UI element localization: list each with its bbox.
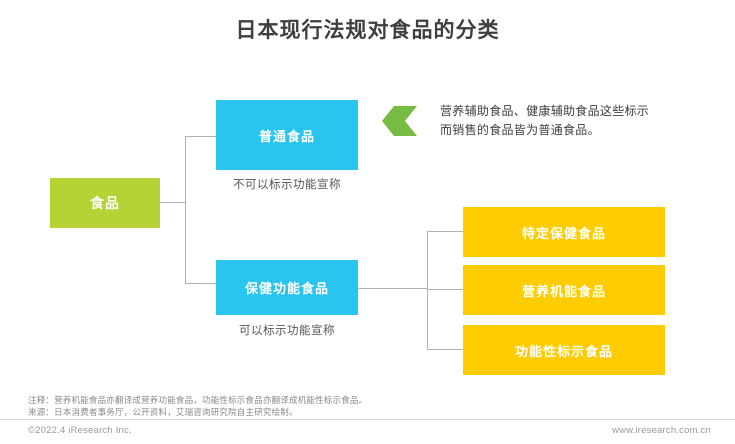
node-functional-claim-food[interactable]: 功能性标示食品	[463, 325, 665, 375]
node-food[interactable]: 食品	[50, 178, 160, 228]
connector-health-stub	[358, 288, 428, 289]
annotation-line-2: 而销售的食品皆为普通食品。	[440, 123, 600, 137]
annotation-line-1: 营养辅助食品、健康辅助食品这些标示	[440, 104, 650, 118]
node-health-functional-food[interactable]: 保健功能食品	[216, 260, 358, 315]
footnote-note: 注释：营养机能食品亦翻译成营养功能食品，功能性标示食品亦翻译成机能性标示食品。	[28, 395, 368, 405]
connector-to-functional-claim	[427, 349, 464, 350]
copyright-text: ©2022.4 iResearch Inc.	[28, 425, 132, 436]
connector-to-tokuho	[427, 231, 464, 232]
connector-to-health-functional	[185, 283, 216, 284]
node-specified-health-food[interactable]: 特定保健食品	[463, 207, 665, 257]
connector-left-vertical	[185, 136, 186, 284]
caption-health-functional-food: 可以标示功能宣称	[239, 325, 335, 337]
connector-to-ordinary	[185, 136, 216, 137]
annotation-text: 营养辅助食品、健康辅助食品这些标示 而销售的食品皆为普通食品。	[440, 102, 695, 140]
connector-to-nutrient-function	[427, 289, 464, 290]
page-title: 日本现行法规对食品的分类	[235, 19, 500, 42]
footer-divider	[0, 419, 735, 420]
connector-right-vertical	[427, 231, 428, 350]
website-url: www.iresearch.com.cn	[611, 425, 711, 436]
left-chevron-arrow-icon	[382, 106, 417, 136]
connector-food-stub	[160, 202, 186, 203]
node-nutrient-function-food[interactable]: 营养机能食品	[463, 265, 665, 315]
node-ordinary-food[interactable]: 普通食品	[216, 100, 358, 170]
footnote-source: 来源：日本消费者事务厅，公开资料，艾瑞咨询研究院自主研究绘制。	[28, 407, 298, 417]
caption-ordinary-food: 不可以标示功能宣称	[233, 179, 341, 191]
